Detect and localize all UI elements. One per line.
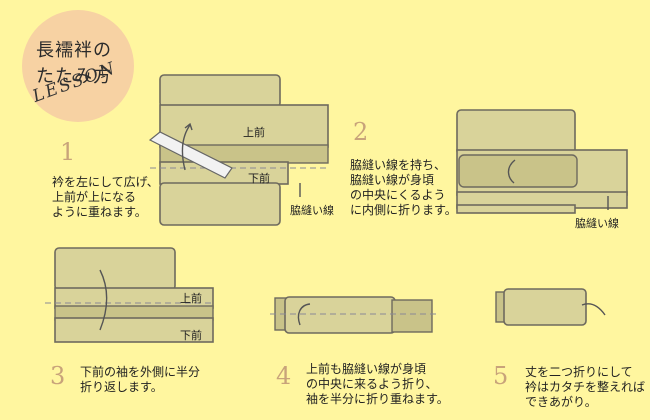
step-3-sleeve-top <box>54 247 176 291</box>
title-line-2: たたみ方 <box>36 66 112 87</box>
step-2-number: 2 <box>353 118 369 146</box>
step-5-fold-arrow <box>581 303 606 316</box>
step-3-label-upper: 上前 <box>180 292 202 305</box>
step-5-folded-garment <box>503 288 587 326</box>
step-3-lower-band <box>54 317 214 343</box>
step-1-fold-arrow <box>181 124 191 171</box>
step-1-text: 衿を左にして広げ、 上前が上になる ように重ねます。 <box>52 175 159 219</box>
step-3-illustration <box>45 247 215 343</box>
step-1-fold-arrowhead <box>184 122 193 131</box>
step-1-number: 1 <box>60 138 76 166</box>
step-1-label-seam: 脇縫い線 <box>290 204 334 217</box>
step-5-text: 丈を二つ折りにして 衿はカタチを整えれば できあがり。 <box>525 365 646 409</box>
step-5-number: 5 <box>493 362 509 390</box>
step-1-label-upper: 上前 <box>243 126 265 139</box>
step-2-label-seam: 脇縫い線 <box>575 217 619 230</box>
step-1-sleeve-top <box>159 74 281 108</box>
step-4-fold-arrow <box>297 303 311 326</box>
step-2-illustration <box>456 109 628 214</box>
step-1-label-lower: 下前 <box>248 172 270 185</box>
step-3-fold-arrow <box>99 269 108 331</box>
title-badge: 長襦袢の たたみ方 <box>22 10 134 122</box>
step-2-sleeve-bottom <box>456 204 576 214</box>
step-4-end-band <box>391 299 433 333</box>
step-1-sleeve-bottom <box>159 182 281 226</box>
step-5-illustration <box>495 288 606 326</box>
step-3-text: 下前の袖を外側に半分 折り返します。 <box>80 365 201 394</box>
step-2-fold-arrow <box>507 159 516 184</box>
step-4-number: 4 <box>276 362 292 390</box>
step-2-text: 脇縫い線を持ち、 脇縫い線が身頃 の中央にくるよう に内側に折ります。 <box>350 158 457 217</box>
step-3-label-lower: 下前 <box>180 329 202 342</box>
step-4-illustration <box>270 296 440 334</box>
step-4-folded-body <box>284 296 396 334</box>
step-1-illustration <box>148 74 330 226</box>
step-1-collar <box>148 131 233 179</box>
step-4-text: 上前も脇縫い線が身頃 の中央に来るよう折り、 袖を半分に折り重ねます。 <box>306 362 449 406</box>
title-line-1: 長襦袢の <box>36 40 112 61</box>
step-2-folded-panel <box>458 154 578 188</box>
step-2-sleeve-top <box>456 109 576 156</box>
step-3-number: 3 <box>50 362 66 390</box>
